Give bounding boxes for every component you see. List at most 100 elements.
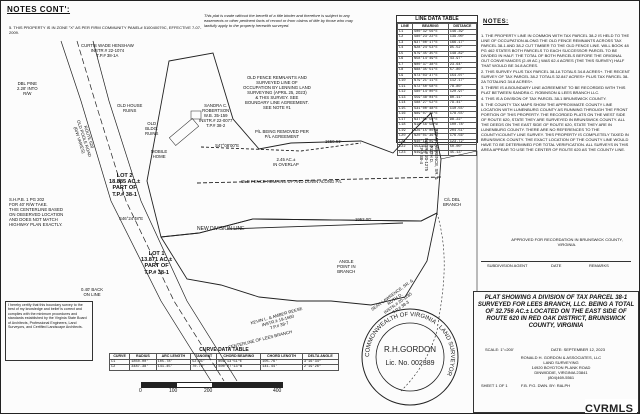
label-dist-1952: 1952.00': [355, 217, 372, 222]
route620-edge-right: [92, 40, 238, 382]
label-back-on-line: 0.40' BACK ON LINE: [81, 287, 104, 297]
label-sandra: SANDRA C. ROBERTSON W.B. 35-159 INSTR.# …: [199, 103, 233, 128]
lees-branch-line: [400, 212, 445, 392]
curve-table-title: CURVE DATA TABLE: [199, 347, 249, 353]
scale-0: 0: [139, 388, 142, 394]
table-cell: 110.55': [447, 105, 478, 112]
sig-label-remarks: REMARKS: [589, 263, 609, 268]
table-cell: N01°13'51"E: [216, 358, 262, 365]
table-cell: L11: [397, 83, 413, 90]
scale-100: 100: [169, 388, 178, 394]
label-old-house: OLD HOUSE RUINS: [117, 103, 143, 113]
file-text: F.B. P.G. DWN. BY: RALPH: [521, 383, 571, 388]
certification-box: [5, 301, 93, 361]
label-fence-up-down: OLD FENCE REMAINS UP AND DOWN ALONG P/L: [241, 179, 342, 184]
table-cell: 1850.00': [129, 358, 157, 365]
label-old-bldg: OLD BLDG. RUINS: [145, 121, 159, 136]
table-cell: 23.64': [447, 61, 478, 68]
approval-text: APPROVED FOR RECORDATION IN BRUNSWICK CO…: [511, 237, 623, 247]
sheet-text: SHEET 1 OF 1: [481, 383, 508, 388]
table-cell: 57.80': [447, 67, 478, 74]
scale-bar: [141, 382, 283, 388]
table-cell: 78.80': [447, 83, 478, 90]
table-cell: L12: [397, 89, 413, 96]
scale-400: 400: [273, 388, 282, 394]
table-cell: S00°27'13"W: [216, 364, 262, 371]
table-cell: 178.55': [447, 111, 478, 118]
label-sean-top: SEAN LAWRENCE, SR. & RUTH D. INSTR.# 20-…: [419, 129, 439, 180]
new-division-line: [226, 222, 404, 230]
signature-line: [481, 261, 631, 262]
label-pl-removed: P/L BEING REMOVED PER P/L AGREEMENT: [255, 129, 309, 139]
line-table-header: LINE: [397, 23, 413, 30]
table-cell: L10: [397, 78, 413, 85]
label-angle-point: ANGLE POINT IN BRANCH: [337, 259, 356, 274]
table-cell: 3487.38': [129, 364, 157, 371]
table-cell: 154.07': [447, 72, 478, 79]
title-block-border: [473, 291, 639, 413]
table-cell: 112.17': [447, 78, 478, 85]
watermark: CVRMLS: [585, 399, 637, 413]
right-notes: 1. THE PROPERTY LINE IN COMMON WITH TAX …: [481, 33, 631, 153]
old-fence-line: [196, 176, 442, 184]
scale-text: SCALE: 1"=200': [485, 347, 514, 352]
note-item: 5. THE COUNTY TAX MAPS SHOW THE APPROXIM…: [481, 102, 629, 152]
table-cell: 2°19'26": [301, 364, 340, 371]
table-cell: L18: [397, 122, 413, 129]
curve-table-header: CHORD BEARING: [216, 353, 262, 360]
label-lot1: LOT 1 13.871 AC.± PART OF T.P.# 38-1: [141, 251, 173, 276]
line-table-header: DISTANCE: [447, 23, 478, 30]
lot1-boundary: [160, 212, 438, 306]
curve-table-header: RADIUS: [129, 353, 157, 360]
label-fence-remnants: OLD FENCE REMNANTS AND SURVEYED LINE OF …: [243, 75, 311, 110]
label-dist-1650: 1650.61': [325, 139, 342, 144]
certification-text: I hereby certify that this boundary surv…: [8, 303, 87, 330]
plat-title: PLAT SHOWING A DIVISION OF TAX PARCEL 38…: [477, 295, 635, 329]
label-curtis: CURTIS WADE HENSHAW INSTR.# 22-1074 T.P.…: [81, 43, 134, 58]
table-cell: L17: [397, 116, 413, 123]
note-item: 4. THIS IS A DIVISION OF TAX PARCEL 38-1…: [481, 96, 607, 101]
label-bearing-top: S47°08'00"E: [215, 143, 240, 148]
mobile-home-symbol: [168, 118, 200, 146]
table-cell: 3°16'34": [301, 358, 340, 365]
table-cell: 80.11': [447, 94, 478, 101]
note-item: 3. THERE IS A BOUNDARY LINE AGREEMENT TO…: [481, 85, 626, 95]
label-bearing-new: S46°24'48"E: [119, 216, 144, 221]
label-mobile: MOBILE HOME: [151, 149, 168, 159]
curve-table-header: DELTA ANGLE: [301, 353, 340, 360]
label-cl-ditch: C/L DBL BRANCH: [443, 197, 462, 207]
adjoiner-line: [440, 150, 478, 291]
seal-name: R.H.GORDON: [384, 345, 436, 354]
surveyor-firm: RONALD H. GORDON & ASSOCIATES, LLC LAND …: [520, 355, 602, 380]
sig-label-date: DATE: [551, 263, 562, 268]
label-dbl-pine: DBL PINE 2.28' INTO R/W: [17, 81, 38, 96]
table-cell: 79.41': [447, 100, 478, 107]
table-cell: 120.97': [447, 89, 478, 96]
table-cell: 98.22': [447, 116, 478, 123]
table-cell: L23: [397, 149, 413, 156]
table-cell: L8: [397, 67, 413, 74]
label-overlap: 2.45 AC.± IN OVERLAP: [273, 157, 299, 167]
table-cell: L14: [397, 100, 413, 107]
curve-table-header: TANGENT: [190, 353, 218, 360]
table-cell: L9: [397, 72, 413, 79]
overlap-line: [200, 142, 362, 152]
note-item: 1. THE PROPERTY LINE IN COMMON WITH TAX …: [481, 33, 630, 68]
route620-edge-left: [60, 40, 212, 382]
table-cell: L16: [397, 111, 413, 118]
